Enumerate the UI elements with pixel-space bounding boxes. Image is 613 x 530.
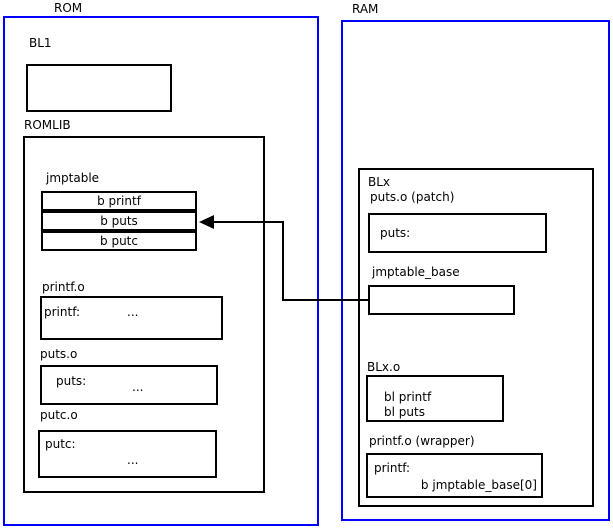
puts-ellipsis: ... xyxy=(132,380,144,394)
printf-wrapper-symbol: printf: xyxy=(374,461,411,475)
printf-wrapper-box: printf: b jmptable_base[0] xyxy=(366,453,543,498)
blx-o-line-bl-printf: bl printf xyxy=(384,390,432,404)
putc-symbol: putc: xyxy=(45,437,76,451)
printf-ellipsis: ... xyxy=(127,305,139,319)
putc-o-box: putc: ... xyxy=(38,430,217,478)
jmptable-row-b-puts: b puts xyxy=(41,211,197,231)
printf-o-label: printf.o xyxy=(42,280,85,294)
bl1-label: BL1 xyxy=(29,36,52,50)
jmptable-base-box xyxy=(368,285,515,315)
ram-region-label: RAM xyxy=(352,2,379,16)
puts-patch-label: puts.o (patch) xyxy=(370,190,455,204)
blx-label: BLx xyxy=(368,175,391,189)
blx-o-label: BLx.o xyxy=(367,360,401,374)
puts-o-label: puts.o xyxy=(40,347,78,361)
printf-wrapper-branch: b jmptable_base[0] xyxy=(420,478,537,492)
puts-patch-symbol: puts: xyxy=(380,226,411,240)
blx-o-box: bl printf bl puts xyxy=(366,375,504,422)
printf-wrapper-label: printf.o (wrapper) xyxy=(369,434,475,448)
romlib-label: ROMLIB xyxy=(24,118,71,132)
puts-patch-box: puts: xyxy=(368,213,547,253)
blx-o-line-bl-puts: bl puts xyxy=(384,405,425,419)
printf-o-box: printf: ... xyxy=(40,296,223,340)
puts-symbol: puts: xyxy=(56,374,87,388)
puts-o-box: puts: ... xyxy=(40,365,218,405)
bl1-box xyxy=(26,64,172,112)
putc-ellipsis: ... xyxy=(127,453,139,467)
rom-region-label: ROM xyxy=(54,1,83,15)
jmptable-base-label: jmptable_base xyxy=(372,265,460,279)
printf-symbol: printf: xyxy=(44,305,81,319)
jmptable-label: jmptable xyxy=(46,171,100,185)
putc-o-label: putc.o xyxy=(40,408,78,422)
jmptable-row-b-printf: b printf xyxy=(41,191,197,211)
jmptable-row-b-putc: b putc xyxy=(41,231,197,251)
